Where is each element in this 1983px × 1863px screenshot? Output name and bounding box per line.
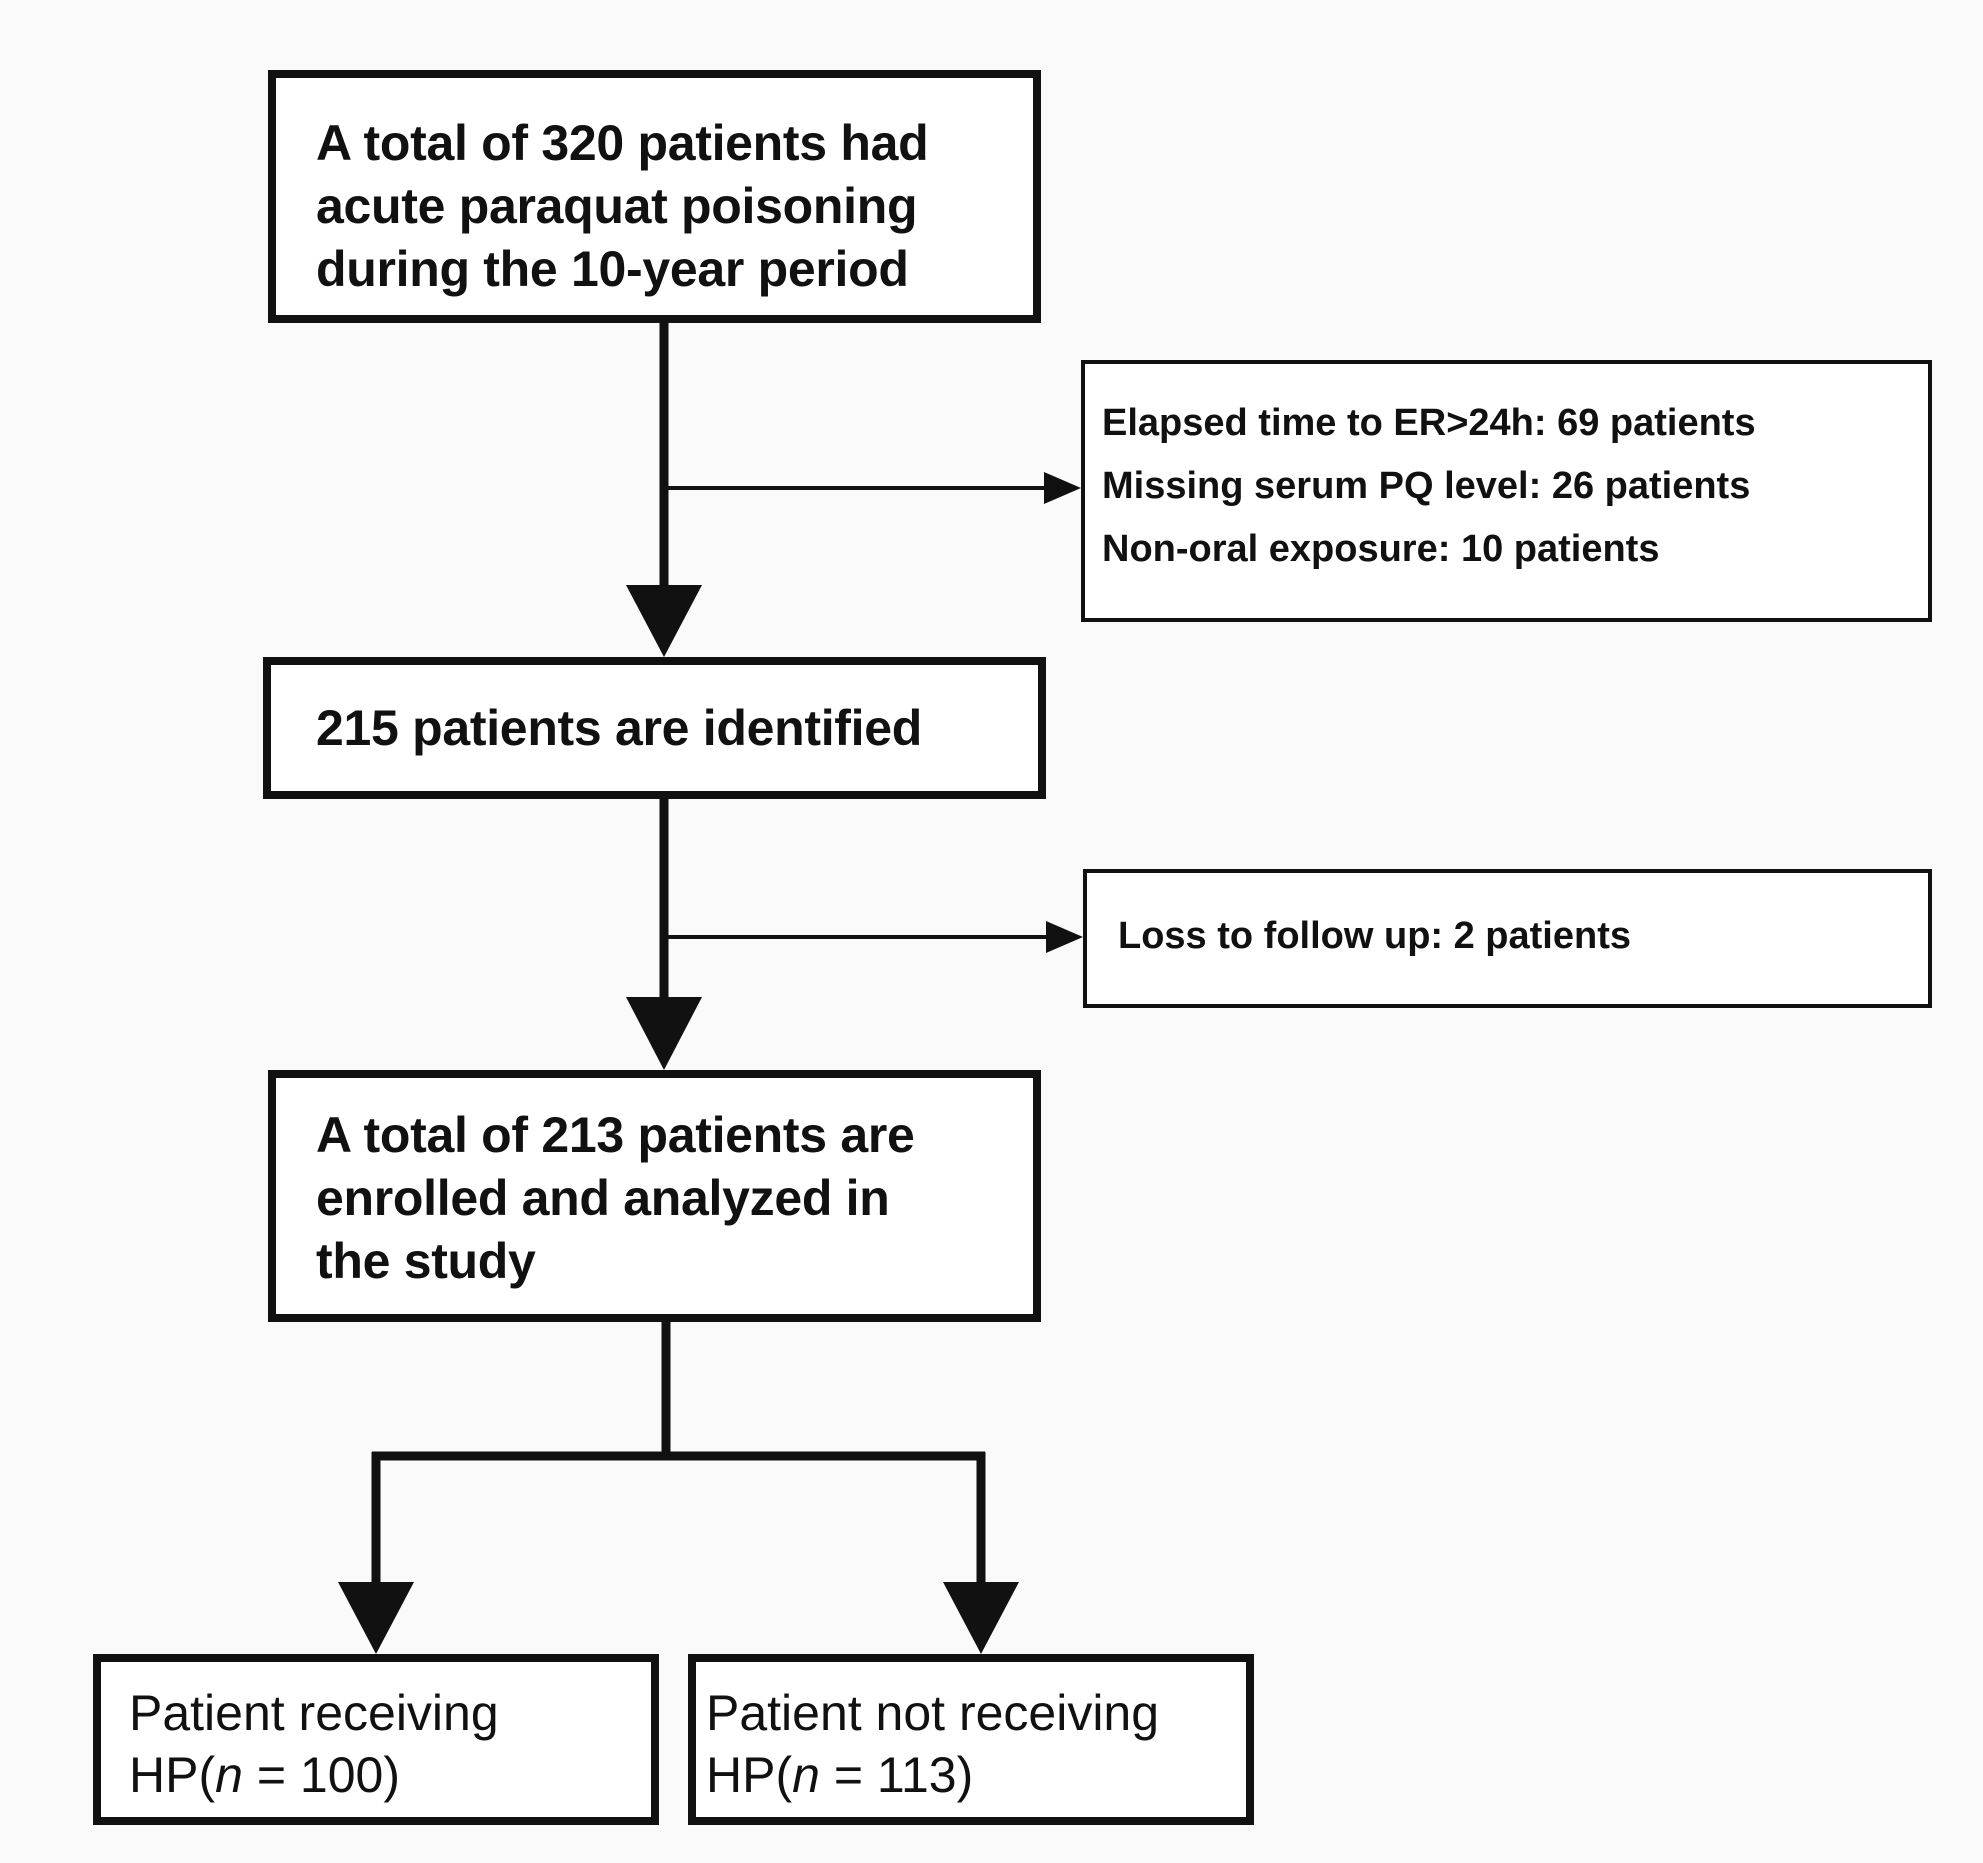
total-patients-box: A total of 320 patients had acute paraqu… [268,70,1041,323]
exclusion-loss-to-follow-up: Loss to follow up: 2 patients [1118,915,1631,957]
hp-group-n-symbol: n [215,1747,243,1803]
split-connector [372,1322,985,1461]
total-patients-text: A total of 320 patients had acute paraqu… [316,115,929,297]
enrolled-patients-box: A total of 213 patients are enrolled and… [268,1070,1041,1322]
hp-group-box: Patient receiving HP(n = 100) [93,1654,659,1825]
hp-group-n-value: = 100) [242,1747,400,1803]
no-hp-group-n-symbol: n [792,1747,820,1803]
arrow-to-exclusions-2 [664,921,1083,953]
exclusion-non-oral: Non-oral exposure: 10 patients [1102,528,1660,570]
no-hp-group-count: HP(n = 113) [706,1744,973,1806]
exclusion-box-2: Loss to follow up: 2 patients [1083,869,1932,1008]
arrow-to-hp-group [338,1452,414,1654]
no-hp-group-label: Patient not receiving [706,1685,1160,1741]
hp-group-count: HP(n = 100) [129,1744,400,1806]
arrow-to-no-hp-group [943,1452,1019,1654]
exclusion-missing-pq-level: Missing serum PQ level: 26 patients [1102,465,1751,507]
identified-patients-box: 215 patients are identified [263,657,1046,799]
no-hp-group-box: Patient not receiving HP(n = 113) [688,1654,1254,1825]
hp-group-label: Patient receiving [129,1685,499,1741]
exclusion-box-1: Elapsed time to ER>24h: 69 patients Miss… [1081,360,1932,622]
identified-patients-text: 215 patients are identified [316,700,922,756]
arrow-identified-to-enrolled [626,799,702,1070]
arrow-to-exclusions-1 [664,472,1081,504]
no-hp-group-prefix: HP( [706,1747,793,1803]
arrow-total-to-identified [626,323,702,657]
hp-group-prefix: HP( [129,1747,216,1803]
enrolled-patients-text: A total of 213 patients are enrolled and… [316,1107,915,1289]
exclusion-elapsed-time: Elapsed time to ER>24h: 69 patients [1102,402,1756,444]
no-hp-group-n-value: = 113) [819,1747,974,1803]
